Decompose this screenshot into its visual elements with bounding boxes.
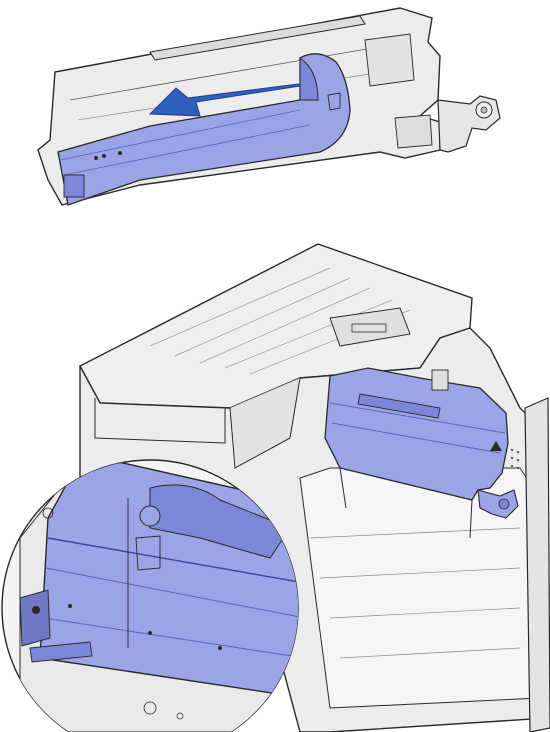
cartridge-cover-removal-illustration (0, 0, 550, 220)
printer-side-door (525, 398, 550, 732)
cartridge-end-knob (438, 96, 500, 152)
cartridge-installed-illustration (0, 238, 550, 732)
